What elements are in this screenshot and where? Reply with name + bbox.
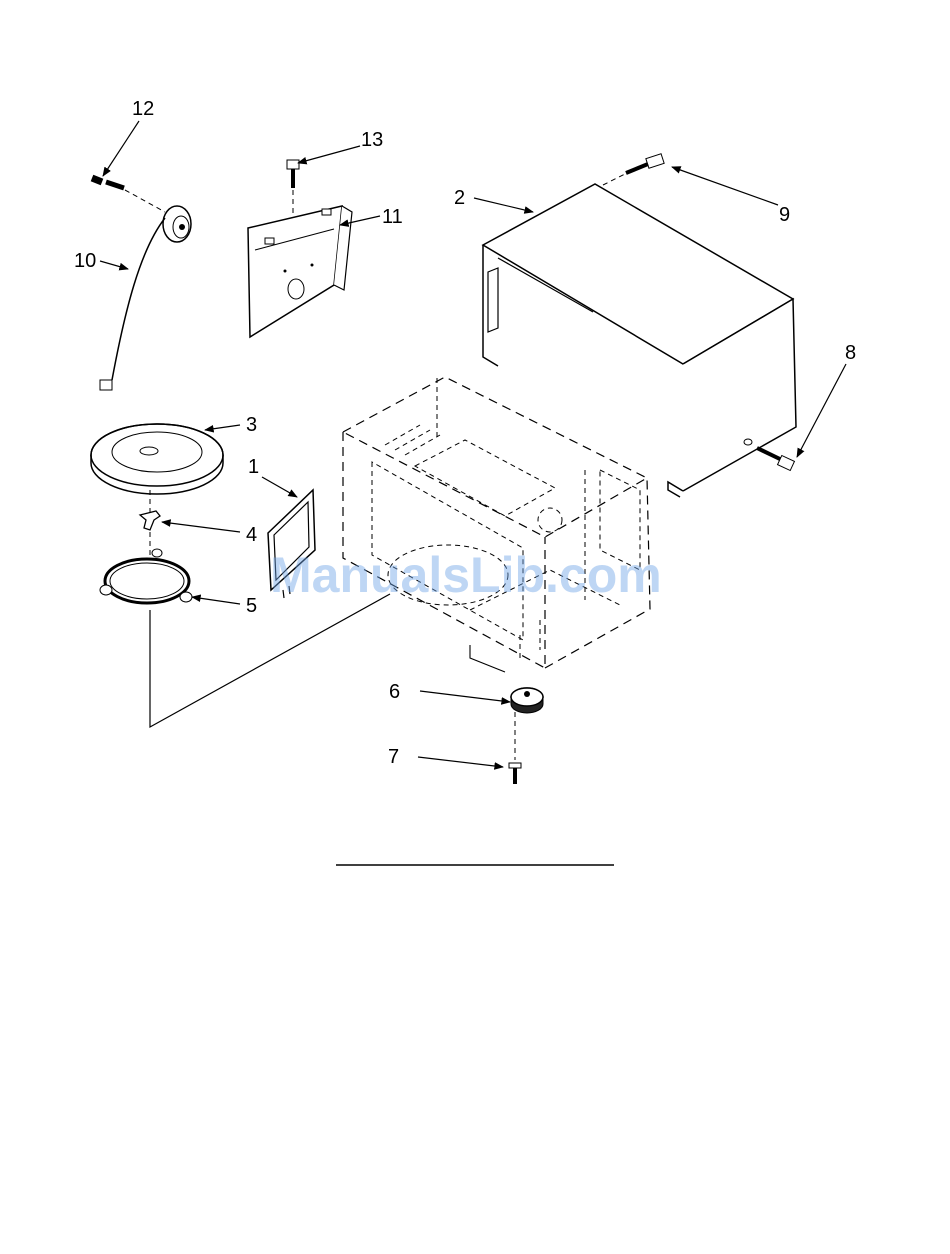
roller-support-ring (100, 549, 192, 603)
cabinet-screw-side (757, 448, 794, 470)
motor-screw (509, 712, 521, 784)
callout-4: 4 (246, 524, 257, 546)
callout-8: 8 (845, 342, 856, 364)
microwave-chassis-outline (343, 377, 650, 668)
turntable-tray (91, 424, 223, 494)
watermark-text: ManualsLib.com (270, 547, 662, 603)
callout-2: 2 (454, 187, 465, 209)
callout-7: 7 (388, 746, 399, 768)
callout-5: 5 (246, 595, 257, 617)
turntable-coupler (140, 511, 160, 530)
callout-12: 12 (132, 98, 154, 120)
outer-cabinet-wrapper (483, 184, 796, 497)
callout-10: 10 (74, 250, 96, 272)
cabinet-screw-top (603, 154, 664, 185)
callout-13: 13 (361, 129, 383, 151)
mounting-bracket (248, 160, 352, 337)
turntable-motor (470, 645, 543, 713)
callout-11: 11 (382, 206, 403, 228)
callout-3: 3 (246, 414, 257, 436)
callout-9: 9 (779, 204, 790, 226)
callout-6: 6 (389, 681, 400, 703)
thermal-cutout-assembly (92, 178, 191, 390)
callout-1: 1 (248, 456, 259, 478)
